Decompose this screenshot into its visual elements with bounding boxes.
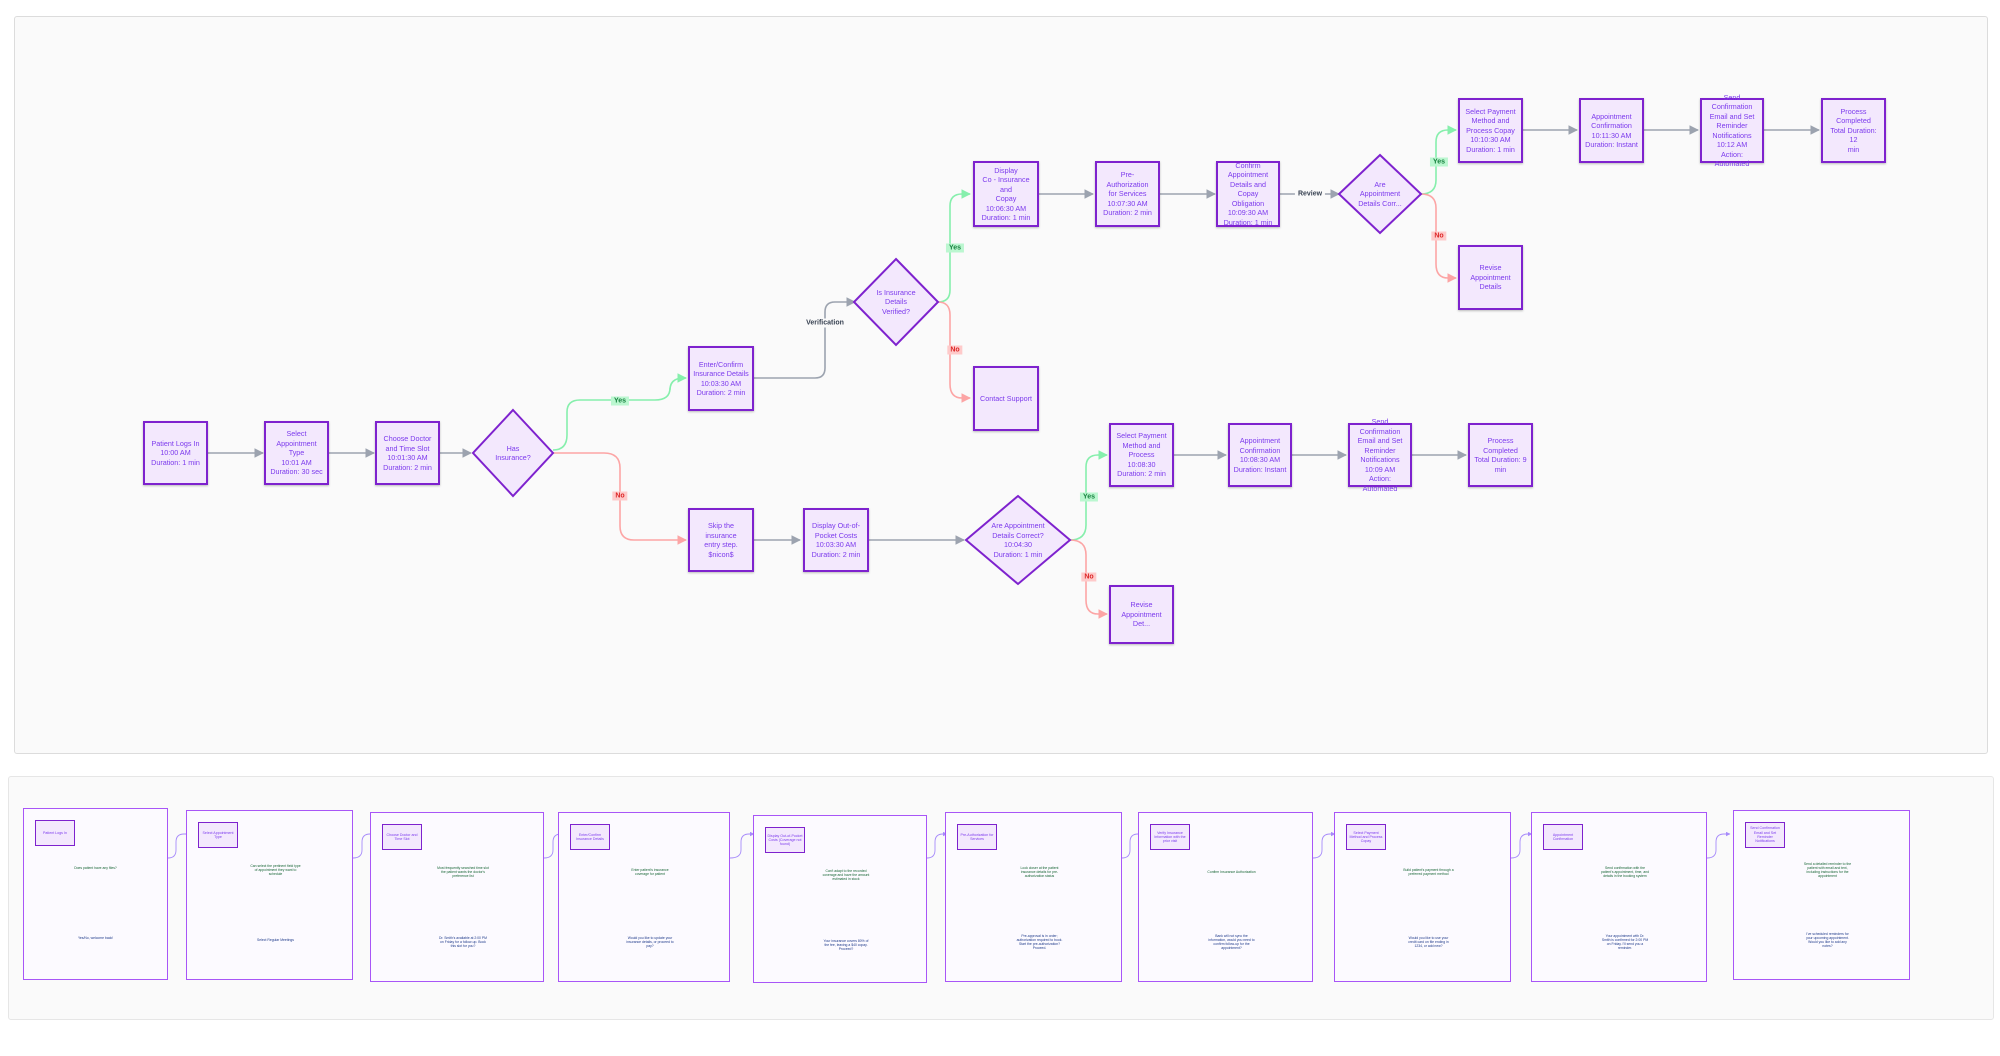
step-choose-doctor[interactable]: Choose Doctor and Time Slot 10:01:30 AM … xyxy=(375,421,440,485)
diamond-label-has-insurance[interactable]: Has Insurance? xyxy=(495,443,531,463)
panel-outcome-text: Your insurance covers 80% of the fee, le… xyxy=(823,938,869,952)
edge-label-yes: Yes xyxy=(1079,492,1099,502)
panel-outcome-text: Would you like to update your insurance … xyxy=(626,935,674,949)
step-label: Patient Logs In 10:00 AM Duration: 1 min xyxy=(151,438,200,467)
step-send-email-upper[interactable]: Send Confirmation Email and Set Reminder… xyxy=(1700,93,1764,168)
step-label: Send Confirmation Email and Set Reminder… xyxy=(1709,92,1755,169)
edge-enterins-verified xyxy=(754,297,856,379)
edge-label-yes: Yes xyxy=(1429,157,1449,167)
panel-outcome-text: Bank will not sync the information, woul… xyxy=(1208,933,1255,951)
panel-question-text: Confirm Insurance Authorization xyxy=(1207,869,1256,874)
step-label: Display Co - Insurance and Copay 10:06:3… xyxy=(981,165,1031,223)
diamond-has-insurance xyxy=(471,408,555,498)
edge-label-no: No xyxy=(1081,572,1097,582)
panel-question-text: Does patient have any files? xyxy=(74,865,117,870)
edge-hasins-yes xyxy=(552,373,687,451)
step-confirmation-upper[interactable]: Appointment Confirmation 10:11:30 AM Dur… xyxy=(1579,98,1644,163)
edge-label-no: No xyxy=(947,345,963,355)
step-contact-support[interactable]: Contact Support xyxy=(973,366,1039,431)
panel-step-box[interactable]: Enter/Confirm Insurance Details xyxy=(570,824,610,850)
step-label: Enter/Confirm Insurance Details 10:03:30… xyxy=(693,359,749,398)
panel-outcome-text: Yes/No, welcome back! xyxy=(77,935,114,940)
panel-question-text: Can't adapt to the recorded coverage and… xyxy=(822,868,870,882)
diamond-label-appt-correct-lower[interactable]: Are Appointment Details Correct? 10:04:3… xyxy=(991,521,1045,559)
panel-question-text: Send a detailed reminder to the patient … xyxy=(1803,861,1852,879)
panel-question-text: Build patient's payment through a prefer… xyxy=(1403,867,1454,876)
step-confirm-copay[interactable]: Confirm Appointment Details and Copay Ob… xyxy=(1216,161,1280,227)
step-label: Confirm Appointment Details and Copay Ob… xyxy=(1223,160,1273,227)
step-label: Appointment Confirmation 10:08:30 AM Dur… xyxy=(1233,436,1287,474)
edge-label-no: No xyxy=(612,491,628,501)
edge-label-yes: Yes xyxy=(945,243,965,253)
step-skip-insurance[interactable]: Skip the insurance entry step. $nicon$ xyxy=(688,508,754,572)
panel-step-box[interactable]: Choose Doctor and Time Slot xyxy=(382,824,422,850)
panel-outcome-text: Select Regular Meetings xyxy=(257,937,294,942)
step-label: Choose Doctor and Time Slot 10:01:30 AM … xyxy=(383,434,432,472)
diamond-label-appt-correct-upper[interactable]: Are Appointment Details Corr... xyxy=(1358,179,1402,208)
panel-outcome-text: Pre-approval is in order; authorization … xyxy=(1016,933,1063,951)
step-completed-lower[interactable]: Process Completed Total Duration: 9 min xyxy=(1468,423,1533,487)
step-confirmation-lower[interactable]: Appointment Confirmation 10:08:30 AM Dur… xyxy=(1228,423,1292,487)
step-label: Skip the insurance entry step. $nicon$ xyxy=(704,521,738,559)
step-label: Revise Appointment Det... xyxy=(1121,600,1162,629)
step-send-email-lower[interactable]: Send Confirmation Email and Set Reminder… xyxy=(1348,417,1412,493)
panel-step-box[interactable]: Patient Logs In xyxy=(35,820,75,846)
panel-outcome-text: Would you like to use your credit card o… xyxy=(1408,935,1449,949)
step-patient-logs-in[interactable]: Patient Logs In 10:00 AM Duration: 1 min xyxy=(143,421,208,485)
panel-outcome-text: Dr. Smith's available at 2:00 PM on Frid… xyxy=(439,935,487,949)
panel-step-box[interactable]: Appointment Confirmation xyxy=(1543,824,1583,850)
diamond-insurance-verified xyxy=(852,257,940,347)
panel-question-text: Can select the pertinent field type of a… xyxy=(250,863,301,877)
step-revise-lower[interactable]: Revise Appointment Det... xyxy=(1109,585,1174,644)
edge-apptcorrect-low-no xyxy=(1069,539,1108,619)
panel-question-text: Look closer at the patient insurance det… xyxy=(1020,865,1059,879)
step-enter-insurance[interactable]: Enter/Confirm Insurance Details 10:03:30… xyxy=(688,346,754,411)
diamond-appt-correct-upper xyxy=(1337,153,1423,235)
step-completed-upper[interactable]: Process Completed Total Duration: 12 min xyxy=(1821,98,1886,163)
edge-label-no: No xyxy=(1431,231,1447,241)
panel-outcome-text: I've scheduled reminders for your upcomi… xyxy=(1806,931,1849,949)
panel-outcome-text: Your appointment with Dr. Smith is confi… xyxy=(1601,933,1649,951)
step-label: Pre-Authorization for Services 10:07:30 … xyxy=(1103,170,1152,218)
edge-label-verification: Verification xyxy=(803,318,847,328)
step-label: Display Out-of- Pocket Costs 10:03:30 AM… xyxy=(811,521,861,559)
edge-label-yes: Yes xyxy=(610,396,630,406)
edge-verified-yes xyxy=(937,189,971,303)
step-label: Revise Appointment Details xyxy=(1470,263,1511,292)
step-label: Appointment Confirmation 10:11:30 AM Dur… xyxy=(1585,111,1638,150)
panel-step-box[interactable]: Display Out-of-Pocket Costs (Coverage no… xyxy=(765,827,805,853)
panel-step-box[interactable]: Select Payment Method and Process Copay xyxy=(1346,824,1386,850)
step-label: Select Appointment Type 10:01 AM Duratio… xyxy=(270,429,323,477)
panel-question-text: Most frequently searched time slot the p… xyxy=(437,865,489,879)
diamond-appt-correct-lower xyxy=(964,494,1072,586)
step-pre-authorization[interactable]: Pre-Authorization for Services 10:07:30 … xyxy=(1095,161,1160,227)
edge-label-review: Review xyxy=(1294,189,1326,199)
panel-step-box[interactable]: Verify Insurance Information with the pr… xyxy=(1150,824,1190,850)
step-label: Select Payment Method and Process Copay … xyxy=(1465,106,1516,154)
panel-question-text: Send confirmation with the patient's app… xyxy=(1601,865,1649,879)
panel-step-box[interactable]: Pre-Authorization for Services xyxy=(957,824,997,850)
step-display-out-of-pocket[interactable]: Display Out-of- Pocket Costs 10:03:30 AM… xyxy=(803,508,869,572)
step-display-copay[interactable]: Display Co - Insurance and Copay 10:06:3… xyxy=(973,161,1039,227)
panel-question-text: Enter patient's insurance coverage for p… xyxy=(631,867,669,876)
step-label: Process Completed Total Duration: 12 min xyxy=(1830,106,1877,154)
edge-apptcorrect-low-yes xyxy=(1069,450,1108,541)
step-select-appointment-type[interactable]: Select Appointment Type 10:01 AM Duratio… xyxy=(264,421,329,485)
panel-step-box[interactable]: Select Appointment Type xyxy=(198,822,238,848)
step-label: Send Confirmation Email and Set Reminder… xyxy=(1357,417,1403,493)
edge-apptcorrect-up-no xyxy=(1420,193,1457,283)
step-payment-lower[interactable]: Select Payment Method and Process 10:08:… xyxy=(1109,423,1174,487)
edge-apptcorrect-up-yes xyxy=(1420,125,1457,195)
step-label: Contact Support xyxy=(980,393,1032,403)
step-payment-copay[interactable]: Select Payment Method and Process Copay … xyxy=(1458,98,1523,163)
panel-step-box[interactable]: Send Confirmation Email and Set Reminder… xyxy=(1745,822,1785,848)
edge-verified-no xyxy=(937,301,971,403)
step-revise-upper[interactable]: Revise Appointment Details xyxy=(1458,245,1523,310)
step-label: Process Completed Total Duration: 9 min xyxy=(1474,436,1527,474)
diamond-label-insurance-verified[interactable]: Is Insurance Details Verified? xyxy=(876,287,916,316)
step-label: Select Payment Method and Process 10:08:… xyxy=(1116,431,1167,479)
